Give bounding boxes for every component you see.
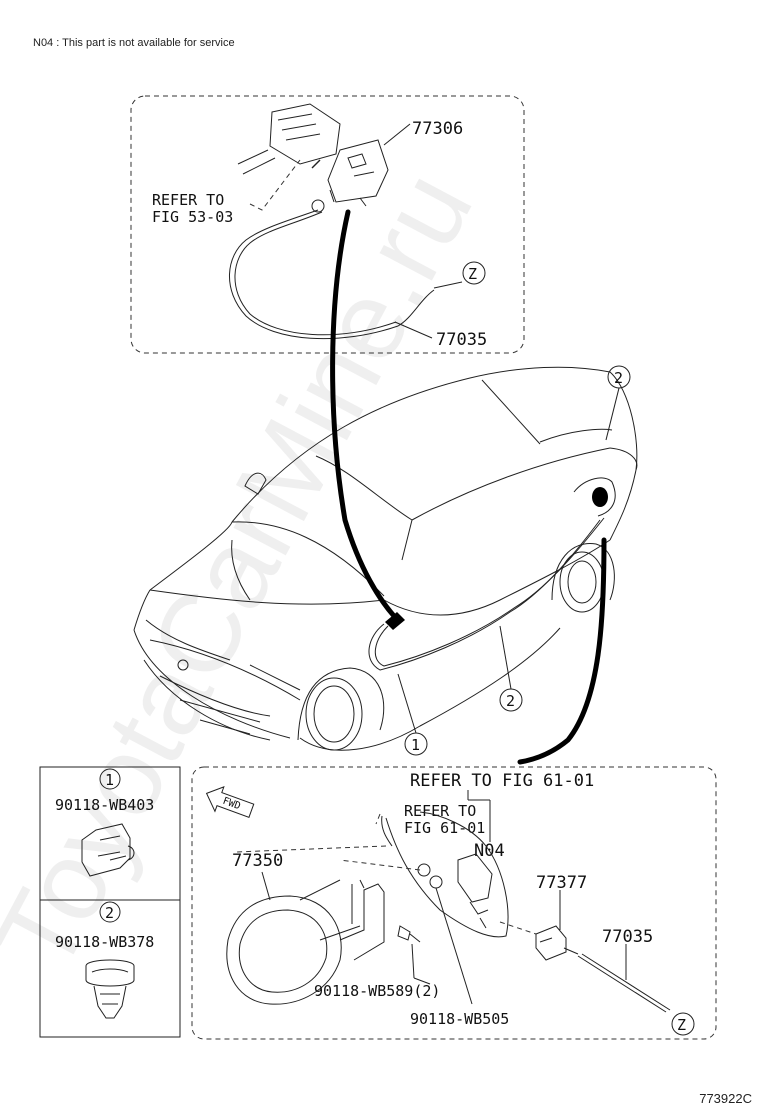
callout-z-bottom (671, 1012, 695, 1036)
fwd-arrow-icon: FWD (205, 786, 255, 818)
refer-fig-53-03-line2: FIG 53-03 (152, 208, 233, 226)
refer-fig-61-01-line1: REFER TO (404, 802, 476, 820)
callout-z-top-label: Z (468, 265, 477, 283)
legend-callout-1: 1 (105, 771, 114, 789)
bottom-detail-box: FWD REFER TO FIG 61-01 REFER TO FIG 61-0… (191, 766, 717, 1040)
legend-callout-2: 2 (105, 904, 114, 922)
refer-fig-53-03-line1: REFER TO (152, 191, 224, 209)
top-detail-box: Z 77306 REFER TO FIG 53-03 77035 (130, 95, 525, 354)
part-77035-top-label: 77035 (436, 330, 487, 350)
refer-fig-61-01-main: REFER TO FIG 61-01 (410, 771, 594, 791)
car-callouts: 2 2 1 (397, 365, 631, 756)
bolt-wb589-label: 90118-WB589(2) (314, 982, 440, 1000)
part-77035-bottom-label: 77035 (602, 927, 653, 947)
opener-lever-location (385, 612, 405, 630)
figure-id: 773922C (699, 1091, 752, 1106)
header-note: N04 : This part is not available for ser… (33, 37, 235, 49)
callout-1-label: 1 (411, 736, 420, 754)
callout-z-bottom-label: Z (677, 1016, 686, 1034)
lock-actuator-drawing (499, 921, 579, 961)
fuel-door-location (592, 487, 608, 507)
clip-legend: 1 90118-WB403 2 90118-WB378 (39, 766, 181, 1038)
callout-z-top (462, 261, 486, 285)
nut-wb505-label: 90118-WB505 (410, 1010, 509, 1028)
legend-part-wb403: 90118-WB403 (55, 796, 154, 814)
callout-2-bottom-label: 2 (506, 692, 515, 710)
legend-part-wb378: 90118-WB378 (55, 933, 154, 951)
opener-switch-drawing (237, 103, 389, 207)
fuel-lid-drawing (226, 879, 385, 1005)
part-77350-label: 77350 (232, 851, 283, 871)
part-77306-label: 77306 (412, 119, 463, 139)
refer-fig-61-01-line2: FIG 61-01 (404, 819, 485, 837)
link-fuel-door-to-bottom (517, 537, 607, 765)
callout-2-top-label: 2 (614, 369, 623, 387)
link-top-to-car (330, 209, 397, 619)
part-77377-label: 77377 (536, 873, 587, 893)
